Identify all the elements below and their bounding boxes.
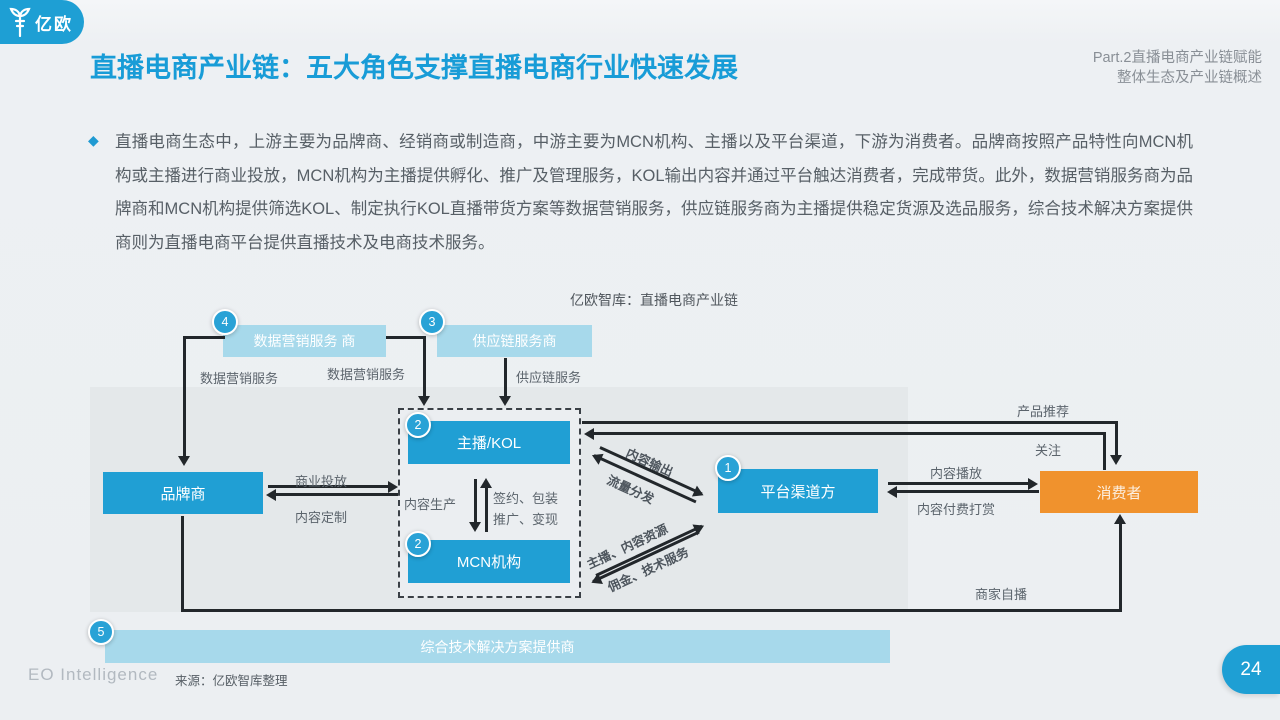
edge-label-supply-service: 供应链服务 — [516, 370, 582, 385]
section-note-line1: Part.2直播电商产业链赋能 — [1092, 50, 1262, 66]
node-consumer: 消费者 — [1040, 471, 1198, 513]
arrow-segment — [1119, 524, 1122, 612]
node-mcn: MCN机构 — [408, 540, 570, 583]
arrow-segment — [276, 493, 398, 496]
arrowhead-down — [178, 456, 190, 466]
arrow-segment — [594, 432, 1106, 435]
eo-logo: 亿欧 — [0, 0, 84, 44]
arrowhead-up — [480, 478, 492, 488]
arrowhead-down — [499, 396, 511, 406]
arrowhead-up — [1114, 514, 1126, 524]
node-data-marketing-provider: 数据营销服务 商 — [223, 325, 386, 357]
edge-label-content-play: 内容播放 — [930, 466, 983, 481]
arrow-segment — [181, 609, 1122, 612]
edge-label-merchant-live: 商家自播 — [975, 587, 1028, 602]
badge-1: 1 — [715, 455, 741, 481]
arrow-segment — [183, 336, 225, 339]
arrowhead-down — [1110, 455, 1122, 465]
eo-intelligence-wordmark: EO Intelligence — [28, 665, 159, 684]
edge-label-content-produce: 内容生产 — [404, 497, 457, 512]
arrow-segment — [423, 336, 426, 398]
source-note: 来源：亿欧智库整理 — [175, 674, 288, 688]
edge-label-product-rec: 产品推荐 — [1017, 404, 1070, 419]
eo-logo-text: 亿欧 — [35, 14, 73, 34]
page-title: 直播电商产业链：五大角色支撑直播电商行业快速发展 — [90, 53, 738, 83]
edge-label-content-custom: 内容定制 — [295, 510, 348, 525]
diagram-title: 亿欧智库：直播电商产业链 — [570, 292, 738, 308]
arrowhead-right — [388, 481, 398, 493]
edge-label-content-tip: 内容付费打赏 — [917, 502, 996, 517]
section-note: Part.2直播电商产业链赋能 整体生态及产业链概述 — [1093, 48, 1262, 88]
badge-2-mcn: 2 — [405, 531, 431, 557]
node-supply-chain-provider: 供应链服务商 — [437, 325, 592, 357]
arrowhead-down — [469, 522, 481, 532]
edge-label-data-marketing-left: 数据营销服务 — [200, 371, 279, 386]
arrow-segment — [888, 482, 1032, 485]
arrow-segment — [504, 358, 507, 398]
section-note-line2: 整体生态及产业链概述 — [1117, 70, 1262, 86]
badge-5: 5 — [88, 619, 114, 645]
arrow-segment — [386, 336, 426, 339]
arrow-segment — [183, 336, 186, 458]
arrowhead-down — [418, 396, 430, 406]
intro-paragraph: 直播电商生态中，上游主要为品牌商、经销商或制造商，中游主要为MCN机构、主播以及… — [115, 133, 1193, 252]
node-brand: 品牌商 — [103, 472, 263, 514]
edge-label-follow: 关注 — [1035, 443, 1062, 458]
arrowhead-left — [266, 489, 276, 501]
arrow-segment — [1115, 421, 1118, 457]
edge-label-sign-package: 签约、包装 — [493, 491, 559, 506]
arrow-segment — [474, 479, 477, 525]
node-kol: 主播/KOL — [408, 421, 570, 464]
badge-2-kol: 2 — [405, 412, 431, 438]
arrowhead-left — [584, 428, 594, 440]
arrowhead-right — [1028, 478, 1038, 490]
arrow-segment — [181, 516, 184, 612]
arrow-segment — [1103, 432, 1106, 470]
edge-label-biz-placement: 商业投放 — [295, 474, 348, 489]
node-platform: 平台渠道方 — [718, 469, 878, 513]
badge-4: 4 — [212, 309, 238, 335]
badge-3: 3 — [419, 309, 445, 335]
diamond-bullet-icon: ◆ — [88, 132, 99, 148]
edge-label-promo-monetize: 推广、变现 — [493, 512, 559, 527]
arrow-segment — [897, 490, 1039, 493]
arrowhead-left — [887, 486, 897, 498]
node-tech-solution-provider: 综合技术解决方案提供商 — [105, 630, 890, 663]
page-number-badge: 24 — [1222, 645, 1280, 694]
arrow-segment — [582, 421, 1118, 424]
arrow-segment — [485, 488, 488, 532]
arrow-segment — [268, 485, 392, 488]
eo-logo-icon — [9, 7, 31, 37]
edge-label-data-marketing-right: 数据营销服务 — [327, 367, 406, 382]
